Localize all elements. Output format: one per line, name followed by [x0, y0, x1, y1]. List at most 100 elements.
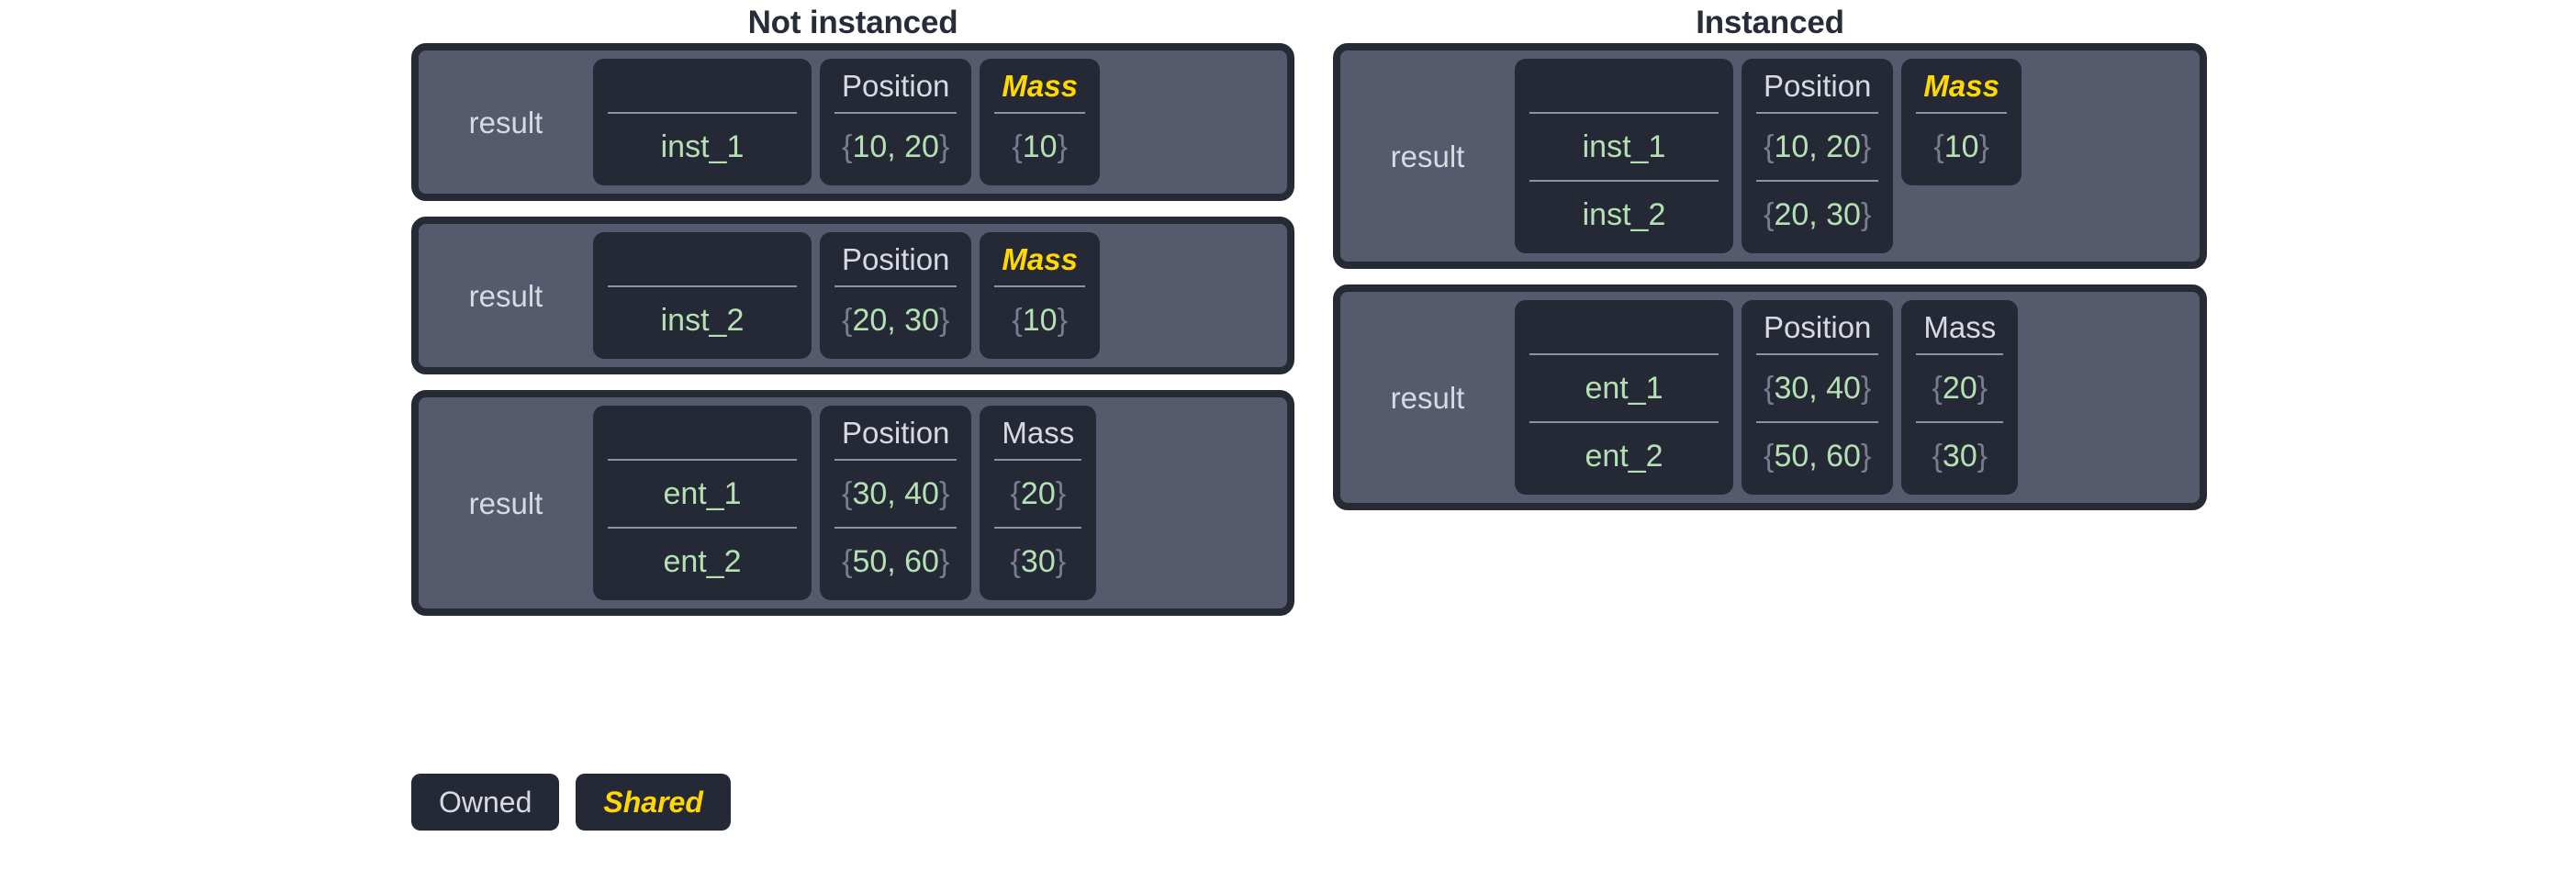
table-cell-value: {20, 30}	[1764, 197, 1872, 232]
entity-name-cell: ent_2	[1585, 439, 1663, 474]
column-divider	[834, 527, 958, 529]
column-divider	[1756, 180, 1879, 182]
entity-name-header	[606, 406, 799, 459]
column-divider	[1916, 421, 2004, 423]
table-cell-value: {30, 40}	[842, 476, 950, 511]
brace-open: {	[842, 544, 853, 579]
component-header-position: Position	[842, 68, 950, 103]
brace-close: }	[1057, 303, 1068, 338]
brace-open: {	[1764, 439, 1775, 474]
brace-open: {	[1764, 197, 1775, 232]
brace-open: {	[842, 476, 853, 511]
table-cell-value: {50, 60}	[842, 544, 950, 579]
entity-owner-label: result	[468, 485, 543, 520]
entity-name-column: inst_1	[593, 59, 812, 185]
brace-close: }	[1055, 476, 1067, 511]
brace-close: }	[1860, 439, 1872, 474]
component-header-mass: Mass	[1002, 241, 1078, 276]
entity-name-header	[606, 232, 799, 285]
brace-open: {	[1933, 129, 1944, 164]
component-header-mass: Mass	[1002, 415, 1075, 450]
component-column-mass: Mass{20}{30}	[980, 406, 1097, 600]
entity-name-cell: inst_1	[660, 129, 745, 164]
column-divider	[1756, 353, 1879, 355]
column-divider	[608, 112, 797, 114]
column-divider	[1916, 112, 2007, 114]
component-column-mass: Mass{10}	[980, 59, 1100, 185]
component-columns: inst_1 Position {10, 20} Mass{10}	[593, 50, 1287, 194]
component-header-mass: Mass	[1923, 309, 1997, 344]
component-header-position: Position	[842, 415, 950, 450]
column-divider	[608, 527, 797, 529]
entity-name-header	[606, 59, 799, 112]
column-divider	[1529, 421, 1719, 423]
legend-chip-owned[interactable]: Owned	[411, 774, 560, 831]
column-divider	[608, 285, 797, 287]
brace-open: {	[1010, 544, 1021, 579]
entity-owner-label: result	[1390, 139, 1465, 173]
brace-open: {	[1764, 371, 1775, 406]
table-cell-value: {30, 40}	[1764, 371, 1872, 406]
brace-close: }	[1978, 129, 1989, 164]
component-column-position: Position {30, 40} {50, 60}	[1742, 300, 1894, 495]
brace-open: {	[1932, 439, 1943, 474]
component-column-position: Position{10, 20}{20, 30}	[1742, 59, 1894, 253]
column-divider	[994, 285, 1085, 287]
column-divider	[994, 459, 1082, 461]
brace-open: {	[1010, 476, 1021, 511]
column-divider	[834, 285, 958, 287]
brace-close: }	[1860, 371, 1872, 406]
legend-chip-shared[interactable]: Shared	[576, 774, 731, 831]
table-cell-value: {50, 60}	[1764, 439, 1872, 474]
entity-name-cell: ent_2	[663, 544, 742, 579]
brace-close: }	[1860, 129, 1872, 164]
column-divider	[1756, 112, 1879, 114]
table-cell-value: {10, 20}	[842, 129, 950, 164]
column-divider	[994, 527, 1082, 529]
table-cell-value: {10}	[1012, 129, 1068, 164]
component-column-position: Position {30, 40} {50, 60}	[820, 406, 972, 600]
brace-close: }	[938, 544, 950, 579]
component-column-mass: Mass{10}	[980, 232, 1100, 359]
component-header-position: Position	[1764, 309, 1872, 344]
component-header-mass: Mass	[1923, 68, 1999, 103]
component-column-mass: Mass {10}	[1901, 59, 2022, 185]
brace-open: {	[1932, 371, 1943, 406]
component-column-mass: Mass{20}{30}	[1901, 300, 2019, 495]
entity-name-header	[1528, 59, 1720, 112]
table-cell-value: {10}	[1933, 129, 1989, 164]
entity-owner-label: result	[468, 278, 543, 313]
table-cell-value: {10, 20}	[1764, 129, 1872, 164]
column-divider	[834, 112, 958, 114]
brace-close: }	[1057, 129, 1068, 164]
component-header-position: Position	[842, 241, 950, 276]
entity-owner-label: result	[1390, 380, 1465, 415]
entity-name-cell: inst_1	[1582, 129, 1666, 164]
entity-name-cell: inst_2	[660, 303, 745, 338]
brace-close: }	[938, 129, 950, 164]
entity-name-column: inst_2	[593, 232, 812, 359]
table-cell-value: {30}	[1010, 544, 1067, 579]
column-divider	[994, 112, 1085, 114]
table-cell-value: {30}	[1932, 439, 1988, 474]
component-column-position: Position{20, 30}	[820, 232, 972, 359]
brace-open: {	[842, 303, 853, 338]
brace-close: }	[1055, 544, 1067, 579]
column-divider	[608, 459, 797, 461]
